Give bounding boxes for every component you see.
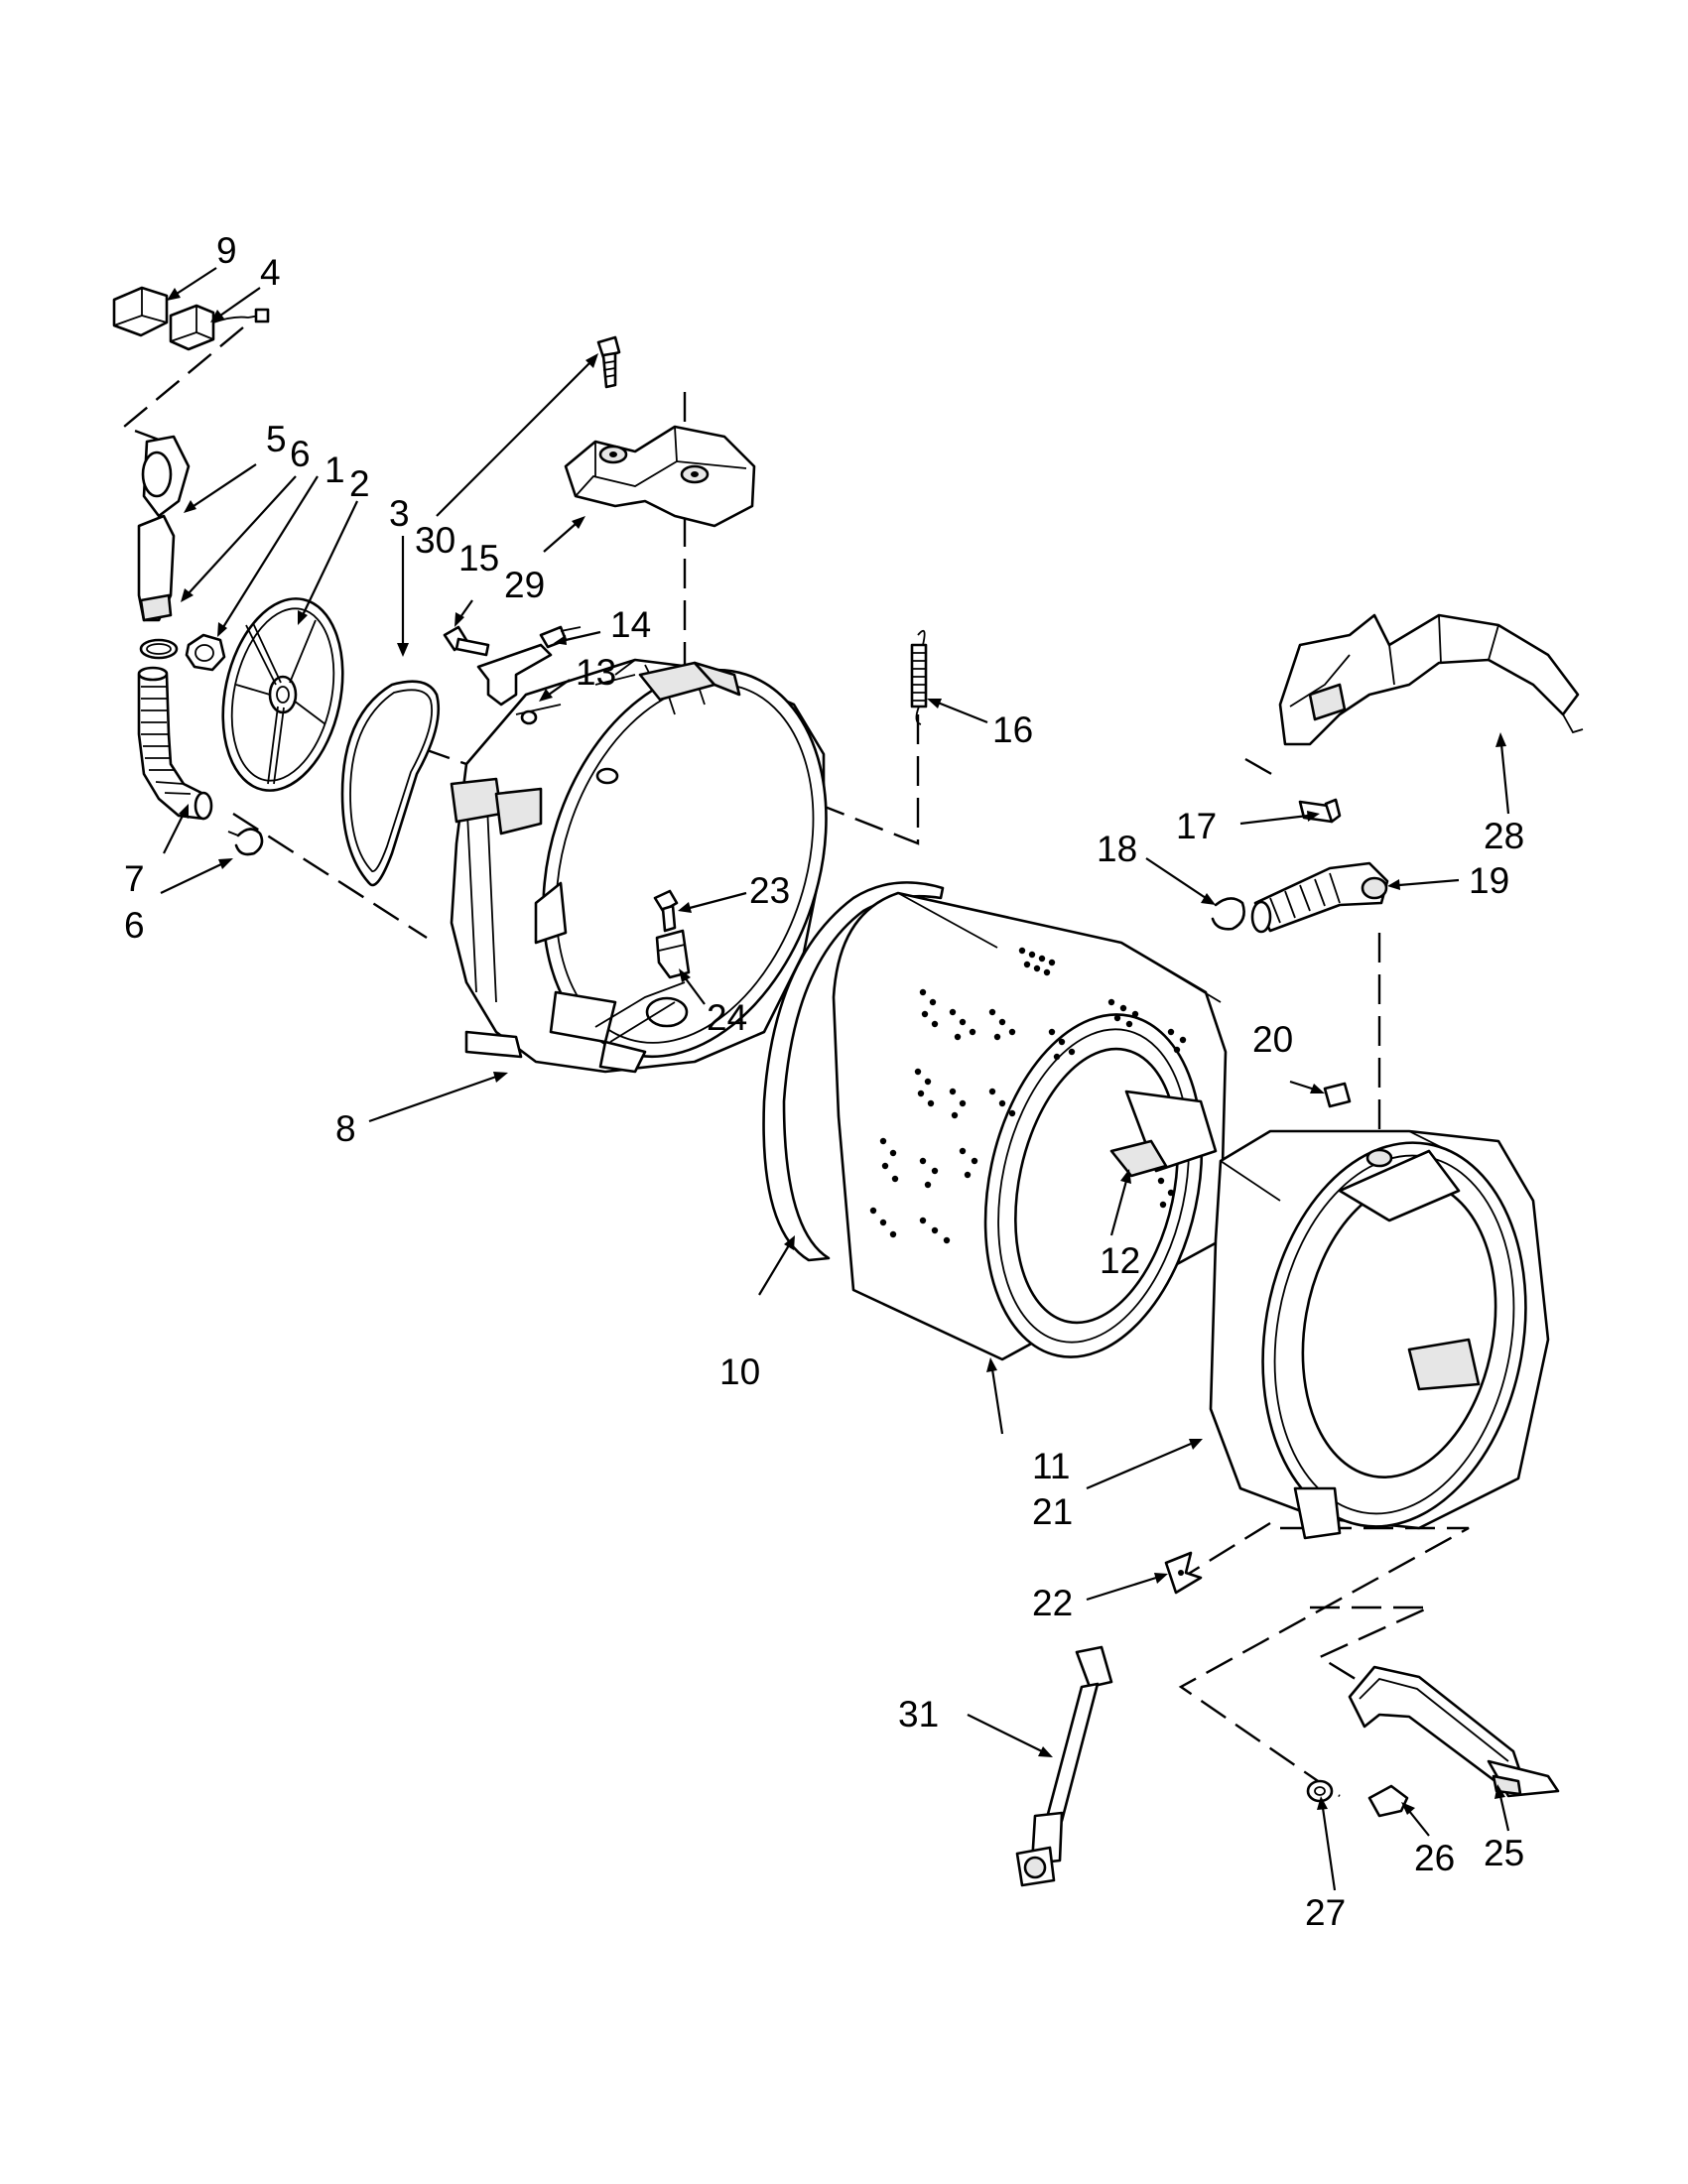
part-21-front-tub <box>1209 1129 1550 1540</box>
callout-22: 22 <box>1032 1583 1073 1623</box>
callout-6-bottom: 6 <box>124 905 145 946</box>
callout-19: 19 <box>1469 860 1509 901</box>
part-1-nut <box>185 633 226 672</box>
part-7-drain-hose <box>137 666 213 821</box>
callout-labels: 9 4 5 6 1 2 3 30 15 29 14 13 16 7 6 23 2… <box>124 230 1524 1933</box>
callout-3: 3 <box>389 493 410 534</box>
part-6-clamp-bottom <box>227 828 264 856</box>
callout-21: 21 <box>1032 1491 1073 1532</box>
leader-arrows <box>160 267 1510 1891</box>
callout-24: 24 <box>707 997 747 1038</box>
callout-27: 27 <box>1305 1892 1346 1933</box>
callout-11: 11 <box>1032 1446 1070 1486</box>
callout-31: 31 <box>898 1694 939 1734</box>
part-24-clip <box>655 929 691 979</box>
part-6-clamp-top <box>139 638 179 660</box>
callout-4: 4 <box>260 252 281 293</box>
part-29-counterweight <box>564 425 756 528</box>
callout-14: 14 <box>610 604 651 645</box>
callout-18: 18 <box>1097 829 1137 869</box>
callout-29: 29 <box>504 565 545 605</box>
part-9-connector-housing <box>112 286 169 337</box>
part-25-heater <box>1348 1665 1560 1798</box>
part-3-drive-belt <box>340 680 441 887</box>
assembly-dash-lines <box>121 326 1470 1797</box>
callout-1: 1 <box>325 450 345 490</box>
part-4-sensor <box>169 304 270 351</box>
callout-10: 10 <box>719 1351 760 1392</box>
callout-25: 25 <box>1484 1833 1524 1873</box>
callout-26: 26 <box>1414 1838 1455 1878</box>
callout-16: 16 <box>992 709 1033 750</box>
part-23-screw <box>653 889 679 933</box>
callout-2: 2 <box>349 463 370 504</box>
part-22-plate <box>1164 1551 1203 1595</box>
part-31-shock-absorber <box>1015 1645 1113 1887</box>
callout-7: 7 <box>124 858 145 899</box>
part-27-grommet <box>1306 1779 1334 1803</box>
part-8-rear-tub <box>450 658 828 1074</box>
part-15-screw <box>443 625 490 657</box>
part-18-clamp <box>1211 897 1245 931</box>
callout-8: 8 <box>335 1108 356 1149</box>
part-13-grommet <box>520 709 538 725</box>
callout-12: 12 <box>1100 1240 1140 1281</box>
part-26-sensor <box>1367 1784 1409 1818</box>
callout-23: 23 <box>749 870 790 911</box>
part-30-bolt <box>596 335 621 389</box>
part-5-drain-pump <box>137 435 191 622</box>
part-20-clip <box>1323 1082 1352 1108</box>
part-17-bolt <box>1298 798 1342 824</box>
part-10-gasket <box>762 881 945 1262</box>
part-28-tub-bracket <box>1278 613 1584 746</box>
callout-28: 28 <box>1484 816 1524 856</box>
callout-17: 17 <box>1176 806 1217 846</box>
part-2-pulley <box>221 597 344 792</box>
callout-9: 9 <box>216 230 237 271</box>
callout-20: 20 <box>1252 1019 1293 1060</box>
callout-30: 30 <box>415 520 455 561</box>
part-16-spring <box>910 629 928 725</box>
part-11-inner-drum <box>832 891 1228 1361</box>
part-19-hose <box>1250 861 1389 934</box>
callout-13: 13 <box>576 652 616 693</box>
callout-6-top: 6 <box>290 434 311 474</box>
part-12-lifter <box>1109 1139 1168 1178</box>
drum-perforations <box>869 947 1187 1244</box>
callout-5: 5 <box>266 419 287 459</box>
callout-15: 15 <box>458 538 499 578</box>
